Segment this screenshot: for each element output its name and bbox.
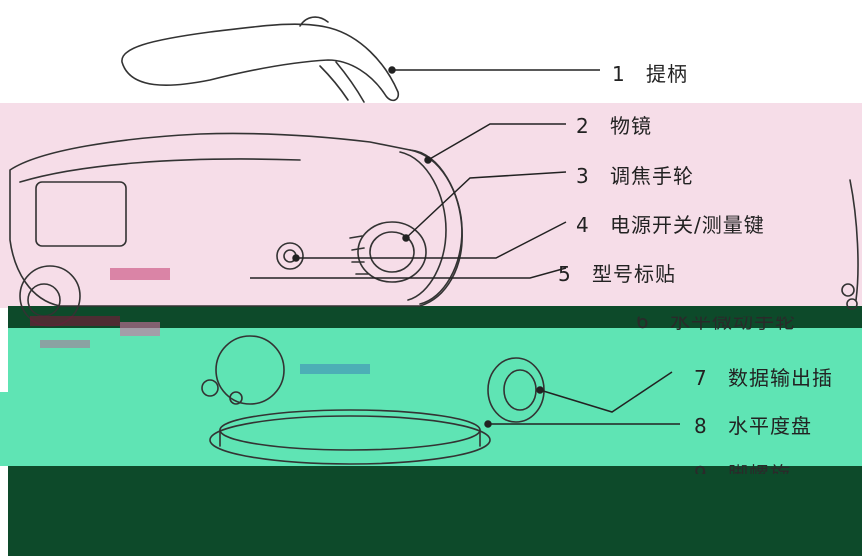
handle-drawing — [121, 23, 400, 102]
callout-text: 水平微动手轮 — [670, 309, 796, 333]
callout-2: 2 物镜 — [576, 110, 652, 139]
teal-overlay-band — [0, 326, 862, 466]
callout-6: 6 水平微动手轮 — [636, 309, 796, 334]
dark-overlay-band-bottom — [8, 466, 862, 556]
callout-number: 1 — [612, 62, 626, 86]
callout-4: 4 电源开关/测量键 — [576, 209, 765, 238]
callout-number: 9 — [694, 462, 728, 474]
horizontal-circle-drawing — [209, 415, 491, 465]
leader-line-2 — [427, 123, 566, 161]
left-margin-strip — [0, 326, 8, 392]
callout-text: 物镜 — [610, 114, 652, 138]
callout-1: 1 提柄 — [612, 58, 688, 87]
dark-overlay-band-top — [8, 306, 862, 328]
callout-number: 4 — [576, 213, 590, 237]
callout-5: 5 型号标贴 — [558, 258, 676, 287]
callout-number: 6 — [636, 309, 650, 333]
callout-number: 2 — [576, 114, 590, 138]
leader-line-4 — [296, 221, 567, 259]
callout-text: 水平度盘 — [728, 414, 812, 438]
callout-text: 型号标贴 — [592, 262, 676, 286]
callout-number: 3 — [576, 164, 590, 188]
objective-lens-drawing — [409, 149, 463, 305]
callout-7: 7 数据输出插 — [694, 362, 833, 391]
callout-3: 3 调焦手轮 — [576, 160, 694, 189]
callout-number: 7 — [694, 366, 708, 390]
callout-9: 9脚螺旋 — [694, 458, 791, 474]
leader-line-7 — [539, 371, 673, 413]
callout-number: 5 — [558, 262, 572, 286]
power-button-drawing — [276, 242, 304, 270]
callout-number: 8 — [694, 414, 708, 438]
callout-text: 电源开关/测量键 — [610, 213, 765, 237]
display-window-drawing — [35, 181, 127, 247]
callout-8: 8 水平度盘 — [694, 410, 812, 439]
glitch-artifacts — [30, 268, 430, 476]
callout-text: 脚螺旋 — [728, 462, 791, 474]
callout-text: 数据输出插 — [728, 366, 833, 390]
focus-wheel-drawing — [357, 221, 427, 283]
callout-text: 提柄 — [646, 62, 688, 86]
leader-line-3 — [405, 171, 567, 239]
instrument-body-drawing — [9, 132, 463, 307]
micro-wheel-drawing — [487, 357, 545, 423]
callout-text: 调焦手轮 — [610, 164, 694, 188]
leader-line-5 — [250, 267, 567, 279]
